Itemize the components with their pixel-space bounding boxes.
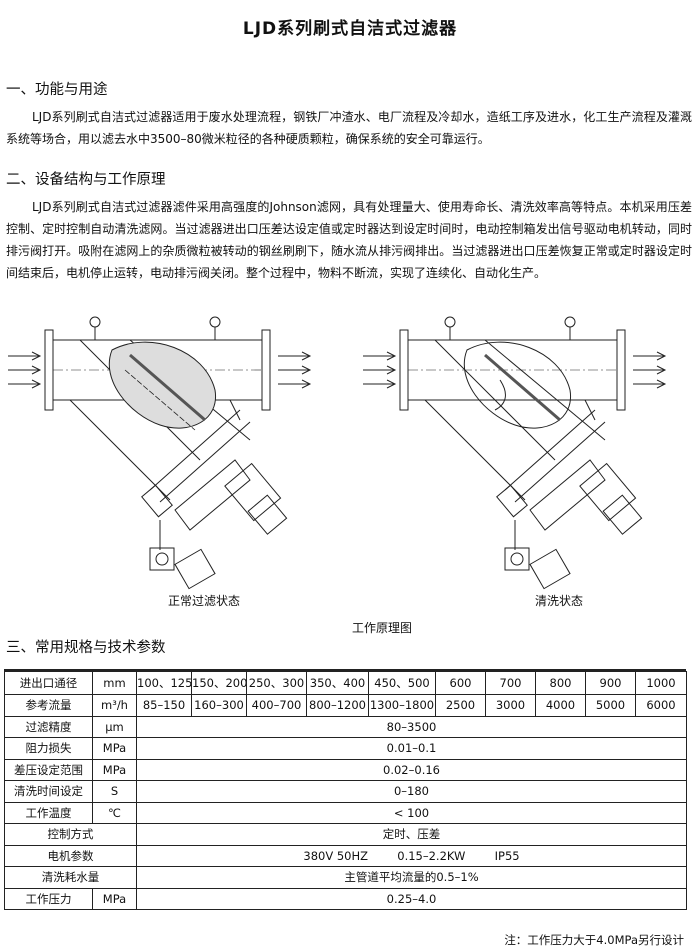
table-cell: 定时、压差 [136, 823, 687, 846]
row-label: 工作温度 [4, 801, 93, 824]
filter-drawing [8, 316, 667, 590]
table-cell: 800–1200 [306, 694, 369, 717]
row-unit: MPa [92, 887, 137, 910]
row-label: 清洗时间设定 [4, 780, 93, 803]
section-1-text: LJD系列刷式自洁式过滤器适用于废水处理流程，钢铁厂冲渣水、电厂流程及冷却水，造… [6, 110, 692, 146]
row-unit: MPa [92, 758, 137, 781]
table-cell: 80–3500 [136, 715, 687, 738]
table-cell: 0.01–0.1 [136, 737, 687, 760]
row-label: 差压设定范围 [4, 758, 93, 781]
table-row: 阻力损失 MPa 0.01–0.1 [4, 737, 687, 760]
table-cell: 400–700 [246, 694, 307, 717]
row-label: 进出口通径 [4, 671, 93, 695]
table-row: 参考流量 m³/h 85–150 160–300 400–700 800–120… [4, 694, 687, 717]
table-row: 工作温度 ℃ < 100 [4, 801, 687, 824]
table-cell: 600 [435, 671, 486, 695]
row-label: 控制方式 [4, 823, 137, 846]
right-filter-figure [363, 316, 667, 590]
table-row: 电机参数 380V 50HZ 0.15–2.2KW IP55 [4, 844, 687, 867]
row-unit: mm [92, 671, 137, 695]
section-1-heading: 一、功能与用途 [6, 82, 108, 98]
table-row: 工作压力 MPa 0.25–4.0 [4, 887, 687, 910]
table-cell: 160–300 [191, 694, 247, 717]
row-label: 参考流量 [4, 694, 93, 717]
row-unit: μm [92, 715, 137, 738]
section-3-heading: 三、常用规格与技术参数 [6, 640, 166, 656]
spec-table: 进出口通径 mm 100、125 150、200 250、300 350、400… [4, 671, 687, 910]
working-principle-diagram: 正常过滤状态 清洗状态 工作原理图 [0, 310, 700, 640]
table-cell: 0–180 [136, 780, 687, 803]
table-cell: 6000 [635, 694, 687, 717]
row-label: 工作压力 [4, 887, 93, 910]
row-label: 清洗耗水量 [4, 866, 137, 889]
table-cell: 150、200 [191, 671, 247, 695]
table-cell: 85–150 [136, 694, 192, 717]
section-2-text: LJD系列刷式自洁式过滤器滤件采用高强度的Johnson滤网，具有处理量大、使用… [6, 200, 692, 280]
right-figure-caption: 清洗状态 [535, 594, 584, 608]
row-unit: S [92, 780, 137, 803]
row-label: 过滤精度 [4, 715, 93, 738]
table-cell: < 100 [136, 801, 687, 824]
table-cell: 1300–1800 [368, 694, 436, 717]
row-unit: m³/h [92, 694, 137, 717]
table-row: 过滤精度 μm 80–3500 [4, 715, 687, 738]
section-2-heading: 二、设备结构与工作原理 [6, 172, 166, 188]
table-cell: 900 [585, 671, 636, 695]
document-title: LJD系列刷式自洁式过滤器 [242, 19, 458, 39]
row-label: 电机参数 [4, 844, 137, 867]
table-cell: 350、400 [306, 671, 369, 695]
table-row: 差压设定范围 MPa 0.02–0.16 [4, 758, 687, 781]
table-cell: 主管道平均流量的0.5–1% [136, 866, 687, 889]
table-cell: 5000 [585, 694, 636, 717]
table-cell: 3000 [485, 694, 536, 717]
row-unit: MPa [92, 737, 137, 760]
table-cell: 700 [485, 671, 536, 695]
table-top-rule [4, 669, 686, 671]
table-row: 进出口通径 mm 100、125 150、200 250、300 350、400… [4, 671, 687, 695]
table-row: 清洗耗水量 主管道平均流量的0.5–1% [4, 866, 687, 889]
table-cell: 450、500 [368, 671, 436, 695]
table-cell: 0.25–4.0 [136, 887, 687, 910]
footnote: 注：工作压力大于4.0MPa另行设计 [504, 933, 684, 947]
left-filter-figure [8, 316, 312, 590]
figure-caption: 工作原理图 [352, 621, 413, 635]
table-cell: 0.02–0.16 [136, 758, 687, 781]
table-cell: 250、300 [246, 671, 307, 695]
row-unit: ℃ [92, 801, 137, 824]
row-label: 阻力损失 [4, 737, 93, 760]
table-row: 控制方式 定时、压差 [4, 823, 687, 846]
table-row: 清洗时间设定 S 0–180 [4, 780, 687, 803]
table-cell: 100、125 [136, 671, 192, 695]
table-cell: 1000 [635, 671, 687, 695]
table-cell: 800 [535, 671, 586, 695]
table-cell: 380V 50HZ 0.15–2.2KW IP55 [136, 844, 687, 867]
left-figure-caption: 正常过滤状态 [168, 594, 241, 608]
table-cell: 2500 [435, 694, 486, 717]
table-cell: 4000 [535, 694, 586, 717]
